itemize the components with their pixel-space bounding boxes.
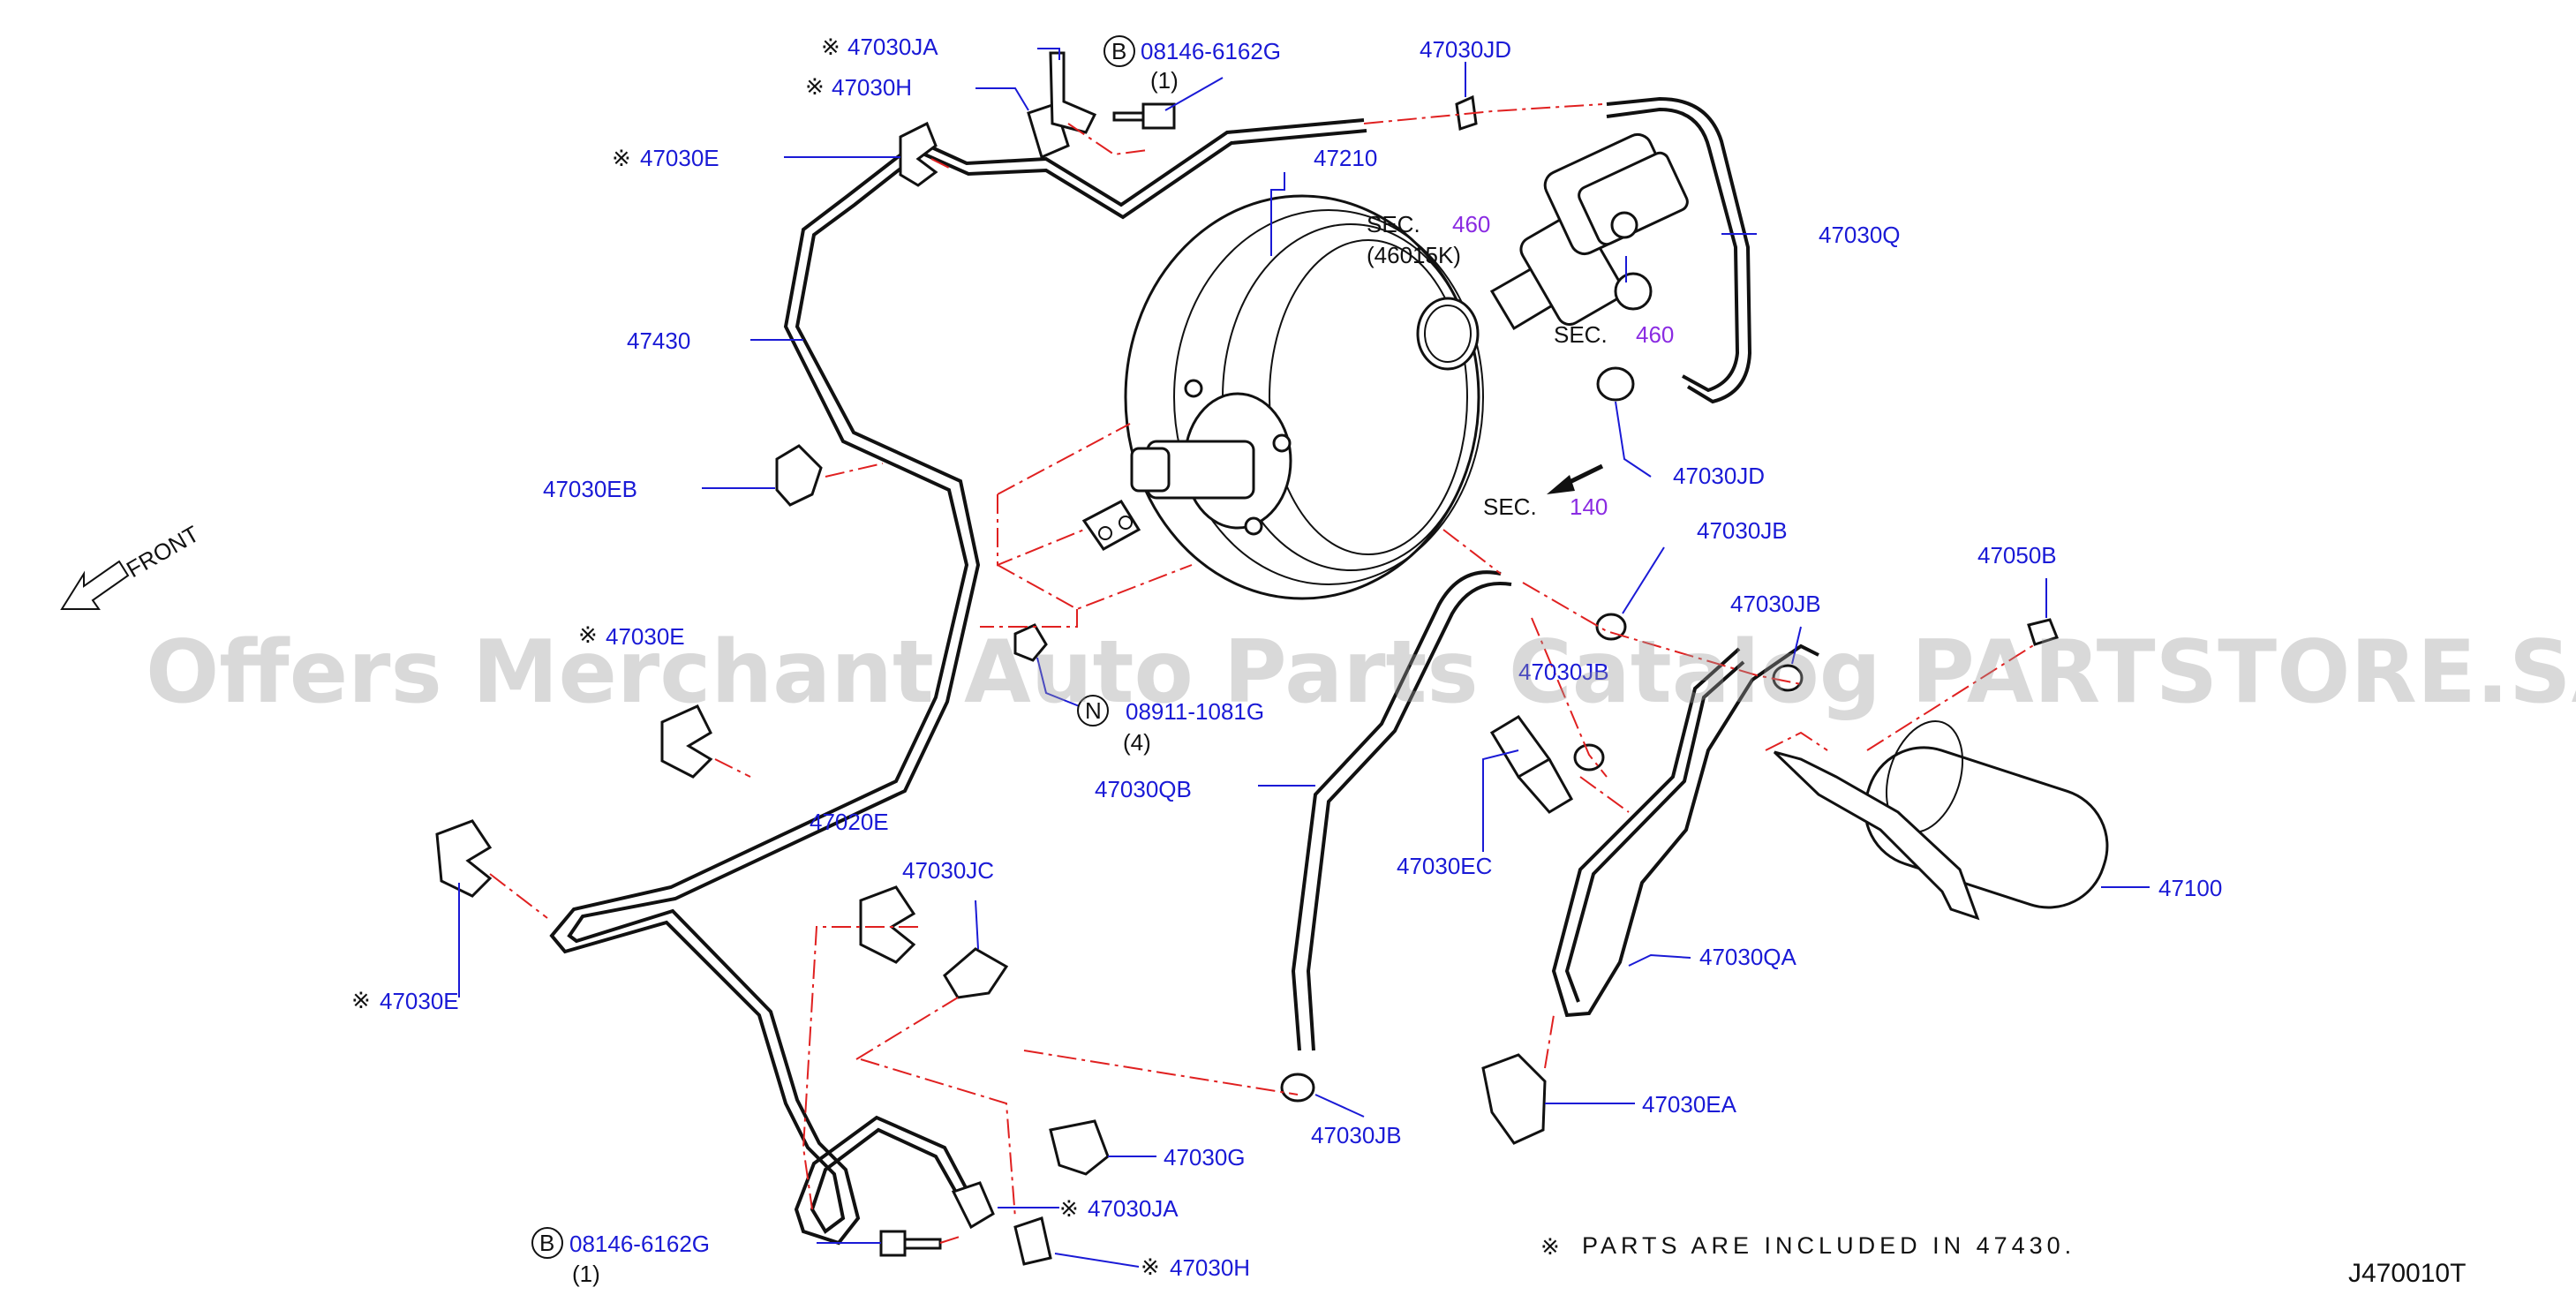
mark-h-top: ※ — [805, 73, 825, 100]
b-circle-top — [1103, 35, 1135, 67]
label-47030h-top[interactable]: 47030H — [832, 74, 912, 101]
n-letter: N — [1085, 697, 1102, 724]
label-47050b[interactable]: 47050B — [1977, 542, 2057, 568]
vacuum-hose-47030qb[interactable] — [1291, 570, 1512, 1051]
label-08146-6162g-top[interactable]: 08146-6162G — [1141, 38, 1281, 64]
clip-47030e-mid[interactable] — [660, 704, 713, 779]
brake-booster-47210[interactable] — [1081, 194, 1484, 600]
label-47030e-bottom[interactable]: 47030E — [380, 988, 459, 1014]
clamp-jd-lower[interactable] — [1596, 366, 1635, 402]
label-47030jb-mid[interactable]: 47030JB — [1730, 591, 1821, 617]
master-cylinder[interactable] — [1489, 130, 1691, 331]
mark-h-bottom: ※ — [1141, 1254, 1160, 1280]
label-47030e-top[interactable]: 47030E — [640, 145, 719, 171]
clip-47030eb[interactable] — [775, 444, 823, 507]
label-47030qb[interactable]: 47030QB — [1095, 776, 1192, 802]
mark-ja-bottom: ※ — [1059, 1195, 1079, 1222]
bolt-top[interactable] — [1112, 102, 1176, 130]
diagram-code: J470010T — [2348, 1259, 2466, 1288]
label-47430[interactable]: 47430 — [627, 328, 690, 354]
sensor-47030ec[interactable] — [1489, 715, 1574, 814]
label-47030jd-lower[interactable]: 47030JD — [1673, 463, 1765, 489]
parts-included-note: PARTS ARE INCLUDED IN 47430. — [1582, 1232, 2075, 1259]
sec-140: SEC. — [1483, 493, 1537, 520]
sec-140-number[interactable]: 140 — [1570, 493, 1608, 520]
sec-460-upper: SEC. — [1367, 211, 1420, 237]
grommet-47030h-bottom[interactable] — [1013, 1216, 1052, 1266]
mark-e-top: ※ — [612, 145, 631, 171]
nut-08911[interactable] — [1013, 623, 1048, 662]
label-47100[interactable]: 47100 — [2158, 875, 2222, 901]
label-47030jb-top[interactable]: 47030JB — [1697, 517, 1788, 544]
label-08911-1081g[interactable]: 08911-1081G — [1126, 698, 1264, 725]
reference-lines — [489, 103, 2036, 1244]
watermark: Offers Merchant Auto Parts Catalog PARTS… — [146, 622, 2576, 723]
vacuum-hose-47030qa[interactable] — [1551, 644, 1819, 1018]
b-letter-bottom: B — [539, 1230, 554, 1256]
label-08146-6162g-bottom[interactable]: 08146-6162G — [569, 1231, 710, 1257]
leader-lines — [458, 48, 2150, 1268]
label-47030g[interactable]: 47030G — [1164, 1144, 1246, 1171]
sec140-arrowhead — [1547, 475, 1575, 494]
qty-08911-1081g: (4) — [1123, 729, 1151, 756]
sec-460-lower: SEC. — [1554, 321, 1608, 348]
label-47030ja-bottom[interactable]: 47030JA — [1088, 1195, 1179, 1222]
clamp-47030jb-lower[interactable] — [1573, 743, 1605, 772]
label-47030h-bottom[interactable]: 47030H — [1170, 1254, 1250, 1281]
o-ring-seal-inner — [1424, 305, 1472, 363]
clip-47030e-top[interactable] — [899, 121, 938, 187]
label-47030eb[interactable]: 47030EB — [543, 476, 637, 502]
clip-47030e-bottom[interactable] — [435, 819, 493, 898]
label-47020e[interactable]: 47020E — [810, 809, 889, 835]
b-letter-top: B — [1111, 38, 1126, 64]
sec-460-upper-number[interactable]: 460 — [1452, 211, 1490, 237]
bracket-47030ja-top[interactable] — [1049, 51, 1097, 134]
label-47030jd-top[interactable]: 47030JD — [1420, 36, 1511, 63]
connector-47030ea[interactable] — [1481, 1053, 1547, 1145]
label-47030ja-top[interactable]: 47030JA — [847, 34, 938, 60]
n-circle — [1077, 695, 1109, 727]
front-arrow-icon — [60, 560, 130, 610]
vacuum-hose-47030q[interactable] — [1606, 96, 1752, 404]
label-47030ec[interactable]: 47030EC — [1397, 853, 1492, 879]
joint-47030jc[interactable] — [943, 947, 1009, 999]
label-47030jc[interactable]: 47030JC — [902, 857, 994, 884]
mark-e-bottom: ※ — [351, 987, 371, 1013]
label-47030jb-lower[interactable]: 47030JB — [1518, 659, 1609, 685]
label-47030qa[interactable]: 47030QA — [1699, 944, 1797, 970]
qty-08146-6162g-bottom: (1) — [572, 1261, 600, 1287]
label-47030e-mid[interactable]: 47030E — [606, 623, 685, 650]
clip-47020e[interactable] — [859, 885, 916, 964]
label-47030jb-bottom[interactable]: 47030JB — [1311, 1122, 1402, 1148]
qty-08146-6162g-top: (1) — [1150, 67, 1179, 94]
sec-460-lower-number[interactable]: 460 — [1636, 321, 1674, 348]
clamp-47030jb-bottom[interactable] — [1280, 1073, 1315, 1103]
mark-e-mid: ※ — [578, 621, 598, 648]
label-47210[interactable]: 47210 — [1314, 145, 1377, 171]
mark-ja-top: ※ — [821, 34, 840, 60]
front-label: FRONT — [122, 520, 204, 583]
label-47030q[interactable]: 47030Q — [1819, 222, 1901, 248]
canister-47100[interactable] — [1773, 711, 2122, 922]
cap-47030g[interactable] — [1049, 1119, 1110, 1176]
cap-47050b[interactable] — [2027, 618, 2059, 646]
label-47030ea[interactable]: 47030EA — [1642, 1091, 1737, 1118]
bolt-bottom[interactable] — [879, 1230, 942, 1257]
clamp-47030jb-top[interactable] — [1595, 613, 1627, 641]
bracket-47030ja-bottom[interactable] — [951, 1181, 995, 1230]
o-ring-seal[interactable] — [1416, 297, 1480, 371]
b-circle-bottom — [531, 1227, 563, 1259]
sec-460-upper-sub: (46015K) — [1367, 242, 1461, 268]
mark-note: ※ — [1540, 1233, 1560, 1260]
